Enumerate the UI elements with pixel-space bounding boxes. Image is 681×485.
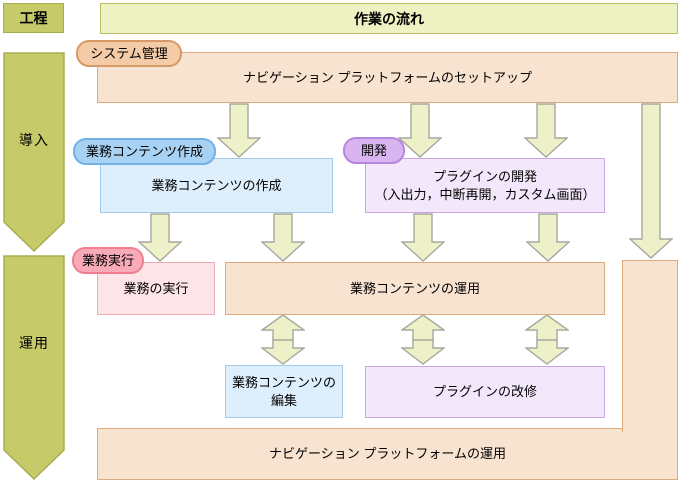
- down-chevron-icon: [3, 52, 65, 253]
- setup-box: ナビゲーション プラットフォームのセットアップ: [97, 52, 678, 103]
- system-admin-pill: システム管理: [76, 40, 182, 67]
- content-edit-box: 業務コンテンツの 編集: [225, 365, 343, 418]
- process-header-box: 工程: [3, 3, 64, 33]
- down-arrow-icon: [216, 103, 262, 163]
- phase-operation-arrow: 運用: [3, 255, 65, 481]
- down-arrow-icon: [137, 213, 183, 267]
- system-admin-pill-label: システム管理: [90, 45, 168, 61]
- workflow-title-label: 作業の流れ: [354, 10, 424, 27]
- down-arrow-icon: [525, 213, 571, 267]
- plugin-dev-box: プラグインの開発 （入出力，中断再開，カスタム画面）: [365, 158, 605, 213]
- plugin-fix-box-label: プラグインの改修: [432, 384, 537, 399]
- development-pill-label: 開発: [360, 142, 387, 158]
- phase-intro-label: 導入: [19, 132, 49, 148]
- down-arrow-icon: [260, 213, 306, 267]
- up-down-arrow-icon: [523, 314, 571, 370]
- plugin-fix-box: プラグインの改修: [365, 366, 605, 418]
- content-operate-box-label: 業務コンテンツの運用: [349, 280, 480, 296]
- development-pill: 開発: [343, 137, 405, 164]
- down-arrow-icon: [397, 103, 443, 163]
- up-down-arrow-icon: [259, 314, 307, 370]
- phase-intro-arrow: 導入: [3, 52, 65, 253]
- process-header-label: 工程: [19, 10, 48, 26]
- platform-operate-box-label: ナビゲーション プラットフォームの運用: [269, 446, 506, 461]
- content-edit-box-line2: 編集: [270, 392, 297, 408]
- execution-pill: 業務実行: [72, 247, 144, 274]
- long-down-arrow-icon: [628, 103, 674, 264]
- down-chevron-icon: [3, 255, 65, 481]
- platform-operate-box: ナビゲーション プラットフォームの運用: [97, 428, 678, 480]
- execute-box-label: 業務の実行: [123, 280, 189, 296]
- workflow-title-box: 作業の流れ: [100, 3, 678, 34]
- content-operate-box: 業務コンテンツの運用: [225, 262, 605, 315]
- plugin-dev-box-line1: プラグインの開発: [432, 168, 537, 184]
- content-create-box-label: 業務コンテンツの作成: [151, 177, 282, 193]
- up-down-arrow-icon: [399, 314, 447, 370]
- setup-box-label: ナビゲーション プラットフォームのセットアップ: [243, 69, 532, 85]
- content-creation-pill-label: 業務コンテンツ作成: [85, 143, 203, 159]
- down-arrow-icon: [523, 103, 569, 163]
- down-arrow-icon: [400, 213, 446, 267]
- operation-connector-strip: [622, 260, 678, 432]
- plugin-dev-box-line2: （入出力，中断再開，カスタム画面）: [374, 186, 596, 202]
- content-edit-box-line1: 業務コンテンツの: [231, 374, 336, 390]
- content-creation-pill: 業務コンテンツ作成: [73, 138, 216, 165]
- execution-pill-label: 業務実行: [81, 252, 134, 268]
- content-create-box: 業務コンテンツの作成: [100, 158, 333, 213]
- phase-operation-label: 運用: [19, 335, 49, 351]
